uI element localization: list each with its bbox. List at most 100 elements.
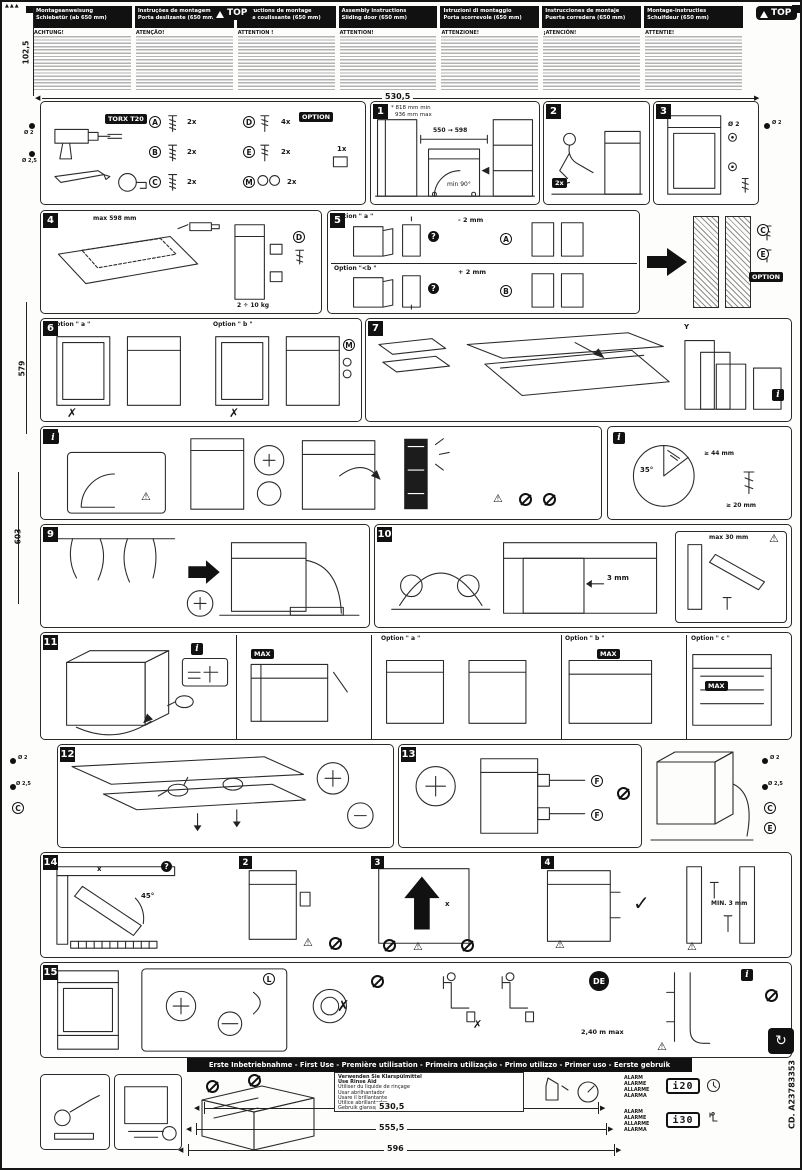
- opening-angle-drawing: [632, 445, 755, 507]
- rinse-aid-fill-drawing: [545, 1077, 599, 1103]
- prohibition-icon: [248, 1074, 261, 1087]
- part-qty: 2x: [187, 178, 197, 186]
- drill-size-label: Ø 2: [728, 121, 740, 128]
- part-qty: 2x: [281, 148, 291, 156]
- tools-drawing: [54, 115, 348, 192]
- part-letter-m: M: [243, 176, 255, 188]
- part-letter-e: E: [764, 822, 776, 834]
- dim-tick: [606, 1123, 608, 1135]
- torx-bit-label: TORX T20: [105, 114, 147, 124]
- arrow-right-icon: ▶: [754, 94, 760, 102]
- drill-size-label: Ø 2,5: [16, 781, 31, 787]
- step-number: 9: [43, 527, 58, 542]
- body-text-placeholder: [645, 36, 743, 90]
- step-number: 7: [368, 321, 383, 336]
- option-a-label: Option " a ": [381, 635, 421, 642]
- axis-label: Y: [684, 323, 690, 331]
- door-weight-range: 2 ÷ 10 kg: [237, 302, 270, 309]
- rinse-aid-line: Usare il brillantante: [338, 1094, 388, 1101]
- warning-icon: ⚠: [555, 938, 565, 951]
- step-9-panel: 9: [40, 524, 370, 628]
- cross-icon: ✗: [229, 406, 240, 420]
- alarm-label: ALARMA: [624, 1127, 647, 1133]
- option-label: OPTION: [299, 112, 334, 122]
- option-b-label: Option "<b ": [334, 265, 377, 272]
- lang-body: ATENÇÃO!: [135, 28, 234, 95]
- max-dimension: max 30 mm: [709, 534, 749, 541]
- cross-icon: ✗: [67, 406, 78, 420]
- info-icon: i: [47, 432, 59, 444]
- lang-subtitle: Porta scorrevole (650 mm): [443, 14, 522, 21]
- lang-subtitle: Schuifdeur (650 mm): [647, 14, 709, 21]
- recycling-icon: ↻: [768, 1028, 794, 1054]
- alarm-label: ALARMA: [624, 1093, 647, 1099]
- arrow-left-icon: ◀: [194, 1104, 200, 1112]
- arrow-right-icon: ▶: [600, 1104, 606, 1112]
- substep-number: 4: [541, 856, 554, 869]
- niche-height-min: * 818 mm min: [391, 105, 431, 111]
- sub-box: [675, 531, 787, 623]
- left-dimension-579: 579: [17, 360, 27, 377]
- section-divider: [371, 635, 373, 739]
- info-icon: i: [191, 643, 203, 655]
- x-dimension: x: [97, 865, 102, 873]
- step-number: 1: [373, 104, 388, 119]
- drill-size-label: Ø 2: [18, 755, 28, 761]
- clearance-dimension: ≥ 44 mm: [704, 450, 735, 457]
- question-icon: ?: [161, 861, 172, 872]
- lang-body: ATTENTION!: [339, 28, 438, 95]
- drill-dot-icon: [29, 123, 35, 129]
- step-15-panel: 15 L ✗ ✗ DE 2,40 m max i ⚠: [40, 962, 792, 1058]
- step-8-info-panel: i 35° ≥ 44 mm ≥ 20 mm: [607, 426, 792, 520]
- alignment-options-drawing: [56, 336, 352, 406]
- step-14-panel: 14 x ? 45° 2 ⚠ 3 x ⚠ 4 ✓ ⚠ MIN. 3 mm ⚠: [40, 852, 792, 958]
- option-a-label: Option " a ": [334, 213, 374, 220]
- cross-icon: ✗: [473, 1018, 483, 1031]
- left-dimension-603: 603: [13, 528, 23, 545]
- part-qty: 4x: [281, 118, 291, 126]
- alarm-label: ALLARME: [624, 1121, 650, 1127]
- step-number: 14: [43, 855, 58, 870]
- substep-number: 3: [371, 856, 384, 869]
- section-divider: [236, 635, 238, 739]
- top-orientation-badge: TOP: [756, 6, 798, 20]
- step-6-panel: 6 Option " a " Option " b " ✗ ✗ M: [40, 318, 362, 422]
- bottom-width-1: 530,5: [376, 1102, 408, 1111]
- warning-icon: ⚠: [141, 490, 151, 503]
- appliance-hose-drawing: [650, 751, 754, 841]
- part-letter-c: C: [149, 176, 161, 188]
- leveling-check-drawing: [124, 1086, 177, 1141]
- max-label: MAX: [597, 649, 620, 659]
- part-letter-c: C: [12, 802, 24, 814]
- left-dimension-102: 102,5: [21, 40, 31, 65]
- error-code-display: i20: [666, 1078, 700, 1094]
- step-2-panel: 2 2x: [543, 101, 650, 205]
- option-a-value: - 2 mm: [458, 216, 484, 224]
- warning-lead: ATTENTION !: [237, 30, 274, 36]
- part-qty: 2x: [187, 118, 197, 126]
- door-travel-options-drawing: [66, 650, 772, 736]
- section-divider: [686, 635, 688, 739]
- part-letter-e: E: [757, 248, 769, 260]
- option-c-label: Option " c ": [691, 635, 730, 642]
- feet-qty-label: 2x: [552, 178, 567, 188]
- part-letter-d: D: [243, 116, 255, 128]
- water-connection-drawing: [57, 968, 711, 1052]
- rinse-aid-line: Utilice abrillantador: [338, 1099, 388, 1106]
- step-number: 11: [43, 635, 58, 650]
- prohibition-icon: [765, 989, 778, 1002]
- lang-title: Instruções de montagem: [137, 8, 211, 14]
- prohibition-icon: [371, 975, 384, 988]
- part-letter-c: C: [757, 224, 769, 236]
- warning-icon: ⚠: [303, 936, 313, 949]
- lang-subtitle: Porte coulissante (650 mm): [239, 14, 321, 21]
- top-width-dimension: 530,5: [382, 92, 414, 101]
- warning-lead: ATTENTIE!: [645, 30, 675, 36]
- lang-body: ATTENTIE!: [644, 28, 743, 95]
- step-number: 6: [43, 321, 58, 336]
- prohibition-icon: [206, 1080, 219, 1093]
- body-text-placeholder: [34, 36, 131, 90]
- step-number: 15: [43, 965, 58, 980]
